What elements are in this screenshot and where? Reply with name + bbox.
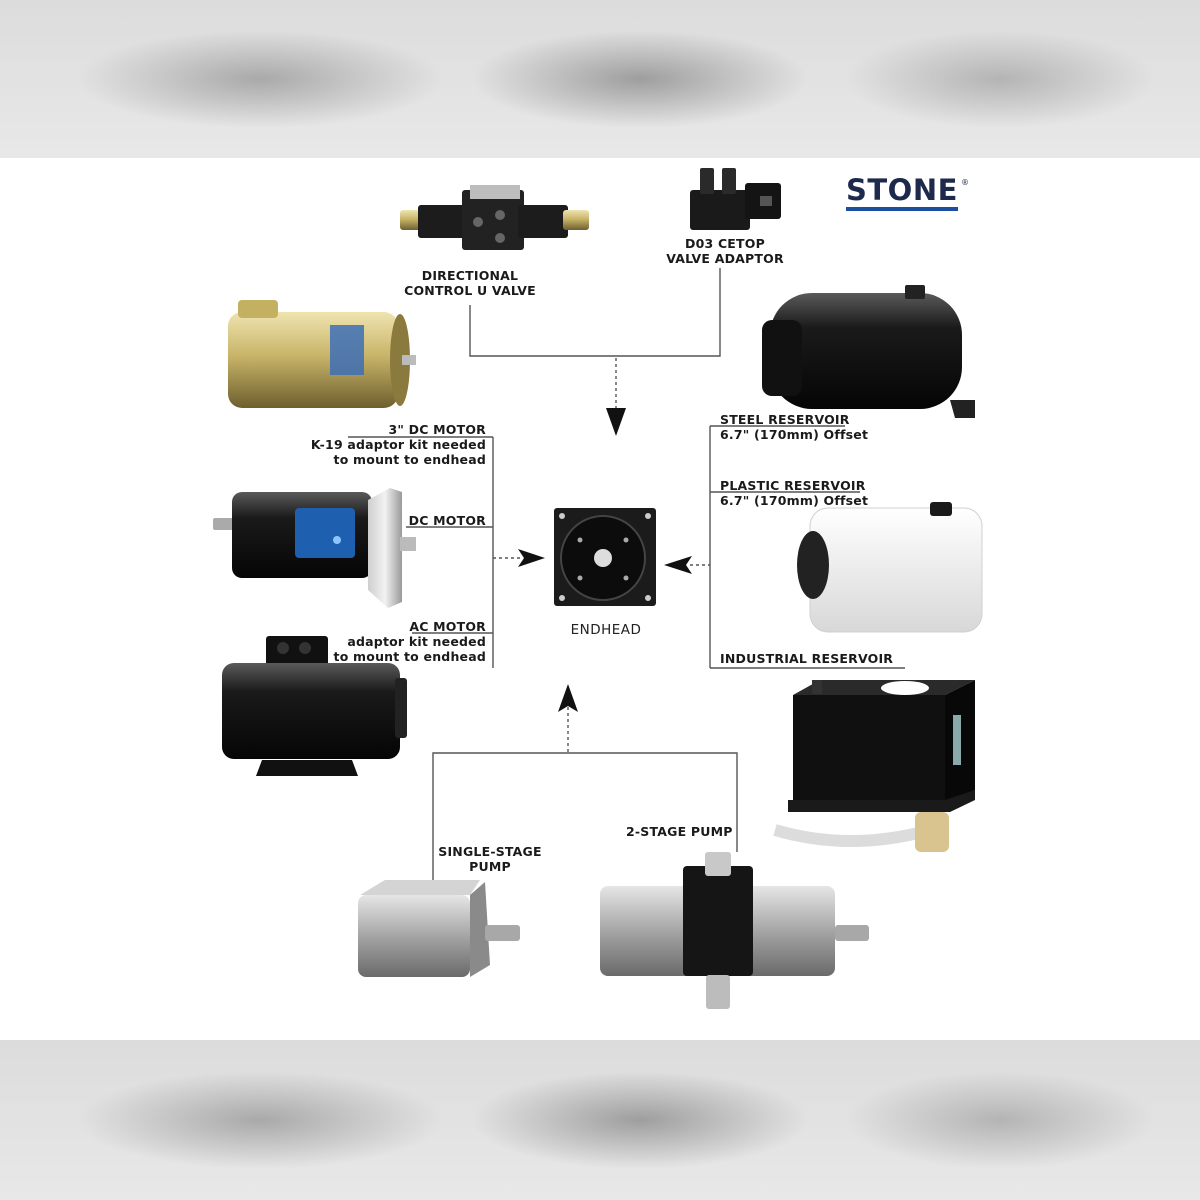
industrial-reservoir-label: INDUSTRIAL RESERVOIR xyxy=(720,651,893,666)
steel-reservoir-label-line2: 6.7" (170mm) Offset xyxy=(720,427,868,442)
single-stage-pump-label-line2: PUMP xyxy=(420,859,560,874)
plastic-reservoir-image xyxy=(797,502,982,632)
dc3-motor-label-line1: 3" DC MOTOR xyxy=(290,422,486,437)
directional-valve-label: DIRECTIONAL CONTROL U VALVE xyxy=(380,268,560,298)
cetop-adaptor-label-line2: VALVE ADAPTOR xyxy=(655,251,795,266)
dc3-motor-image xyxy=(228,300,416,408)
arrow-down-icon xyxy=(606,408,626,436)
cetop-adaptor-label: D03 CETOP VALVE ADAPTOR xyxy=(655,236,795,266)
single-stage-pump-label-line1: SINGLE-STAGE xyxy=(420,844,560,859)
steel-reservoir-label-line1: STEEL RESERVOIR xyxy=(720,412,868,427)
plastic-reservoir-label: PLASTIC RESERVOIR 6.7" (170mm) Offset xyxy=(720,478,868,508)
directional-valve-label-line1: DIRECTIONAL xyxy=(380,268,560,283)
dc3-motor-label-line2: K-19 adaptor kit needed xyxy=(290,437,486,452)
dc-motor-image xyxy=(213,488,416,608)
dc3-motor-label: 3" DC MOTOR K-19 adaptor kit needed to m… xyxy=(290,422,486,467)
two-stage-pump-label: 2-STAGE PUMP xyxy=(626,824,733,839)
steel-reservoir-label: STEEL RESERVOIR 6.7" (170mm) Offset xyxy=(720,412,868,442)
single-stage-pump-image xyxy=(358,880,520,977)
plastic-reservoir-label-line1: PLASTIC RESERVOIR xyxy=(720,478,868,493)
steel-reservoir-image xyxy=(762,285,975,418)
two-stage-pump-image xyxy=(600,852,869,1009)
directional-control-valve-image xyxy=(400,185,589,250)
ac-motor-label: AC MOTOR adaptor kit needed to mount to … xyxy=(316,619,486,664)
arrow-right-icon xyxy=(518,549,545,567)
plastic-reservoir-label-line2: 6.7" (170mm) Offset xyxy=(720,493,868,508)
cetop-adaptor-label-line1: D03 CETOP xyxy=(655,236,795,251)
registered-mark: ® xyxy=(961,178,969,187)
single-stage-pump-label: SINGLE-STAGE PUMP xyxy=(420,844,560,874)
brand-logo: STONE xyxy=(846,173,958,207)
endhead-label: ENDHEAD xyxy=(556,622,656,638)
ac-motor-label-line3: to mount to endhead xyxy=(316,649,486,664)
directional-valve-label-line2: CONTROL U VALVE xyxy=(380,283,560,298)
ac-motor-label-line2: adaptor kit needed xyxy=(316,634,486,649)
dc3-motor-label-line3: to mount to endhead xyxy=(290,452,486,467)
endhead-image xyxy=(554,508,656,606)
dc-motor-label: DC MOTOR xyxy=(386,513,486,528)
industrial-reservoir-image xyxy=(775,680,975,852)
arrow-left-icon xyxy=(664,556,692,574)
brand-underline xyxy=(846,207,958,211)
ac-motor-label-line1: AC MOTOR xyxy=(316,619,486,634)
cetop-valve-adaptor-image xyxy=(690,168,781,230)
